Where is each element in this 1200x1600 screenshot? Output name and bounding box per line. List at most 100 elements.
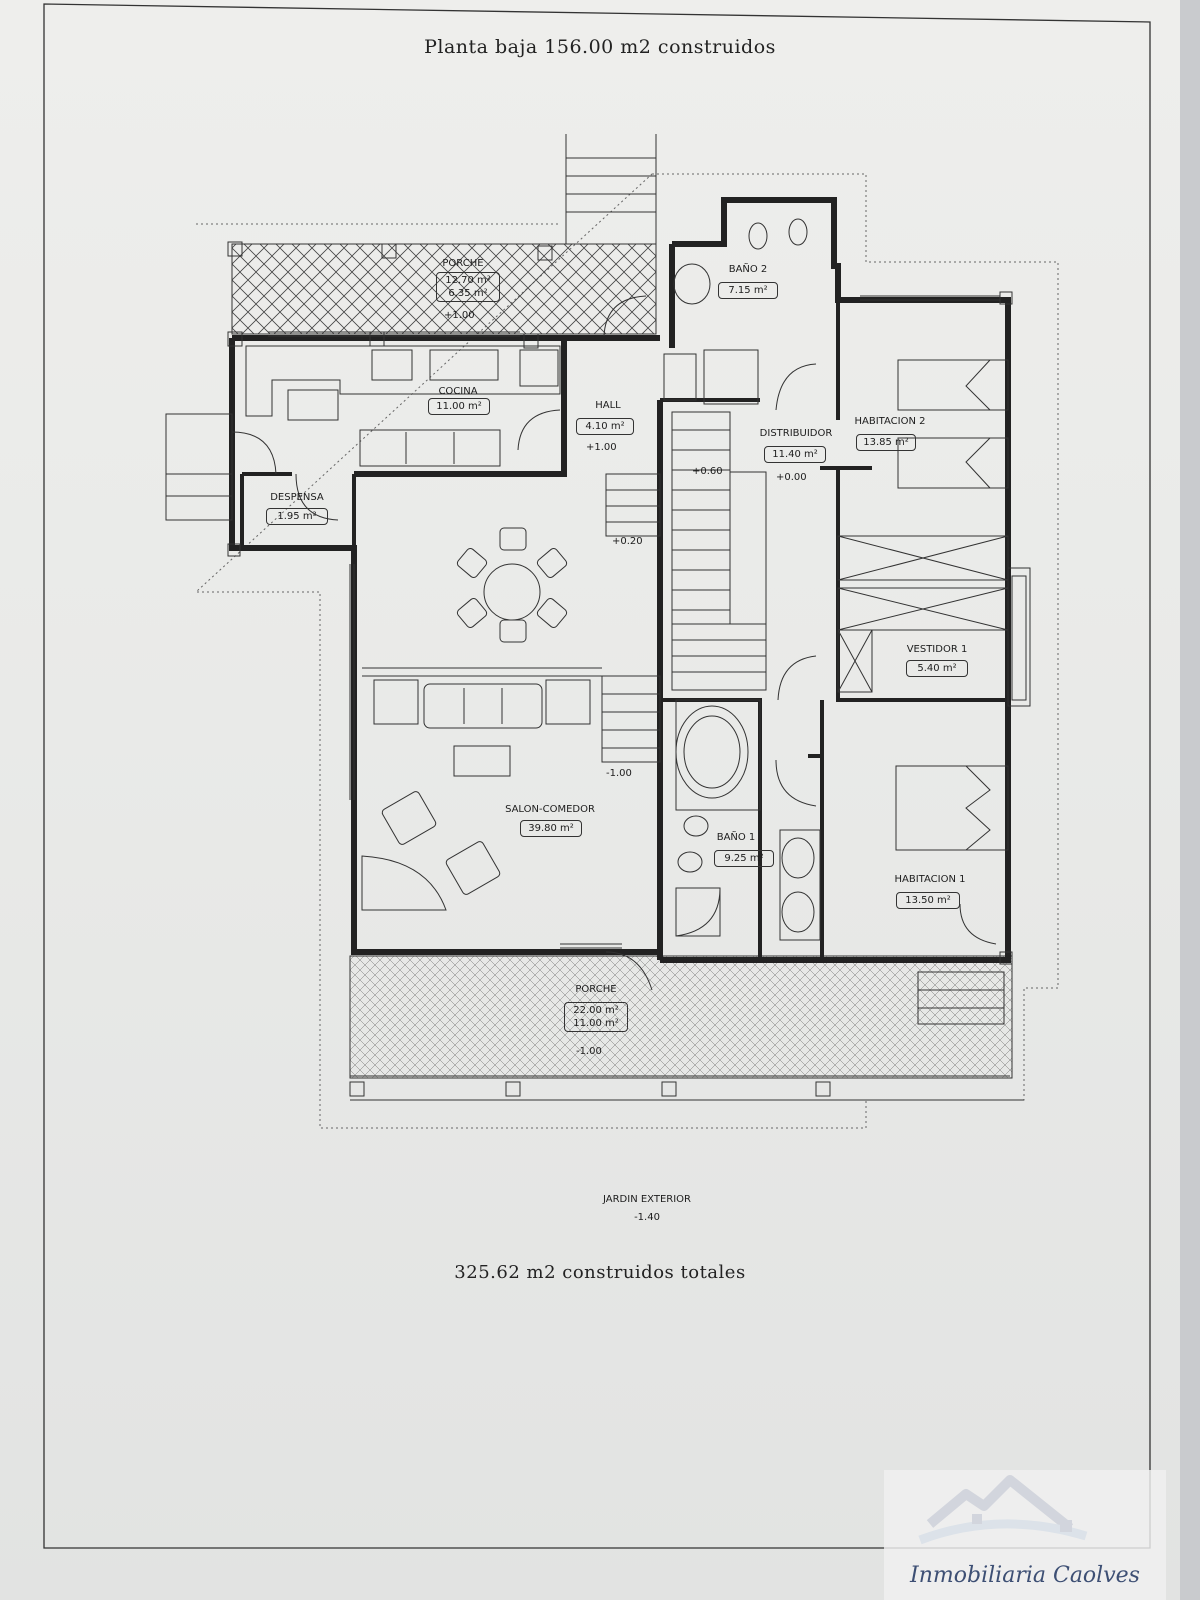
post-r2 [999, 951, 1013, 965]
salon-area: 39.80 m² [520, 820, 582, 837]
porche-top-level: +1.00 [444, 310, 475, 321]
post-top-1 [227, 241, 243, 257]
salon-name: SALON-COMEDOR [505, 804, 595, 815]
garden-label: JARDIN EXTERIOR [602, 1194, 691, 1205]
bidet-bano2 [788, 218, 808, 246]
bathtub [675, 705, 749, 799]
stairs-top-level: +0.60 [692, 466, 723, 477]
kitchen-stove [371, 349, 413, 381]
bed-hab2-pillow [965, 359, 991, 489]
bano2-area: 7.15 m² [718, 282, 778, 299]
kitchen-sink [429, 349, 499, 381]
stairs-salon [601, 675, 661, 763]
post-top-6 [523, 333, 539, 349]
logo-text: Inmobiliaria Caolves [910, 1563, 1140, 1588]
porche-bottom-area2: 11.00 m² [573, 1018, 619, 1029]
post-top-2 [381, 243, 397, 259]
bathtub-inner [683, 715, 741, 789]
bano1-area: 9.25 m² [714, 850, 774, 867]
plan-title: Planta baja 156.00 m2 construidos [424, 36, 776, 58]
door-distribuidor [775, 363, 817, 411]
porche-top-hatch [231, 243, 657, 335]
sofa-seats [463, 688, 503, 724]
bed-hab2-2 [897, 437, 1009, 489]
wall-despensa [240, 472, 292, 548]
stairs-hall [605, 473, 661, 537]
stairs-mid-level: +0.20 [612, 536, 643, 547]
counter-bano1 [779, 829, 821, 941]
stairs-landing [671, 623, 767, 691]
wardrobe-2 [837, 587, 1009, 631]
door-vestidor [777, 655, 817, 701]
stairs-low-level: -1.00 [606, 768, 632, 779]
hall-name: HALL [595, 400, 621, 411]
post-r1 [999, 291, 1013, 305]
porche-bottom-name: PORCHE [575, 984, 617, 995]
door-porche [605, 951, 653, 991]
window-hab2 [860, 295, 1000, 301]
sink-bano1-b [781, 891, 815, 933]
hall-area: 4.10 m² [576, 418, 634, 435]
bay-right [1007, 567, 1031, 707]
hall-level: +1.00 [586, 442, 617, 453]
kitchen-island [287, 389, 339, 421]
stairs-top-rails [565, 134, 657, 244]
cocina-name: COCINA [438, 386, 478, 397]
chair-4 [536, 547, 568, 579]
door-hall [517, 409, 561, 451]
fireplace-arc [361, 855, 447, 911]
distribuidor-name: DISTRIBUIDOR [759, 428, 833, 439]
dining-table [483, 563, 541, 621]
chair-3 [456, 547, 488, 579]
wardrobe-1 [837, 535, 1009, 581]
porche-bottom-area: 22.00 m² 11.00 m² [564, 1002, 628, 1032]
despensa-area: 1.95 m² [266, 508, 328, 525]
habitacion1-area: 13.50 m² [896, 892, 960, 909]
armchair-2 [545, 679, 591, 725]
bano1-name: BAÑO 1 [716, 832, 756, 843]
shower-bano2 [703, 349, 759, 405]
porch-bottom-edge [350, 1075, 1024, 1101]
stairs-top-steps [566, 157, 656, 213]
sink-bano2 [673, 263, 711, 305]
porche-bottom-area1: 22.00 m² [573, 1005, 619, 1016]
porche-top-area1: 12.70 m² [445, 275, 491, 286]
porche-top-area2: 6.35 m² [448, 288, 488, 299]
wall-vestidor [808, 700, 824, 960]
sink-bano1-a [781, 837, 815, 879]
post-1 [349, 1081, 365, 1097]
chair-5 [456, 597, 488, 629]
habitacion2-name: HABITACION 2 [854, 416, 926, 427]
chair-2 [499, 619, 527, 643]
bano2-name: BAÑO 2 [728, 264, 768, 275]
vestidor1-area: 5.40 m² [906, 660, 968, 677]
post-4 [815, 1081, 831, 1097]
garden-level: -1.40 [634, 1212, 660, 1223]
stairs-left [165, 413, 233, 521]
porche-top-area: 12.70 m² 6.35 m² [436, 272, 500, 302]
post-despensa [227, 543, 241, 557]
kitchen-fridge [519, 349, 559, 387]
chair-6 [536, 597, 568, 629]
door-top [603, 295, 647, 337]
logo-watermark: Inmobiliaria Caolves [884, 1470, 1166, 1600]
despensa-name: DESPENSA [270, 492, 324, 503]
habitacion2-area: 13.85 m² [856, 434, 916, 451]
vestidor1-name: VESTIDOR 1 [906, 644, 968, 655]
window-salon [560, 943, 622, 949]
chair-1 [499, 527, 527, 551]
stairs-central-2 [730, 471, 767, 625]
post-top-3 [537, 245, 553, 261]
habitacion1-name: HABITACION 1 [894, 874, 966, 885]
sheet-frame [43, 3, 1151, 1549]
bed-hab1-pillow [965, 765, 991, 851]
door-despensa [295, 473, 339, 521]
fixture-box [663, 353, 697, 401]
shower-bano1 [675, 887, 721, 937]
porche-bottom-hatch [349, 955, 1013, 1079]
wall-hall [354, 338, 567, 477]
door-left [231, 431, 277, 475]
bath-tub-frame [675, 699, 761, 811]
